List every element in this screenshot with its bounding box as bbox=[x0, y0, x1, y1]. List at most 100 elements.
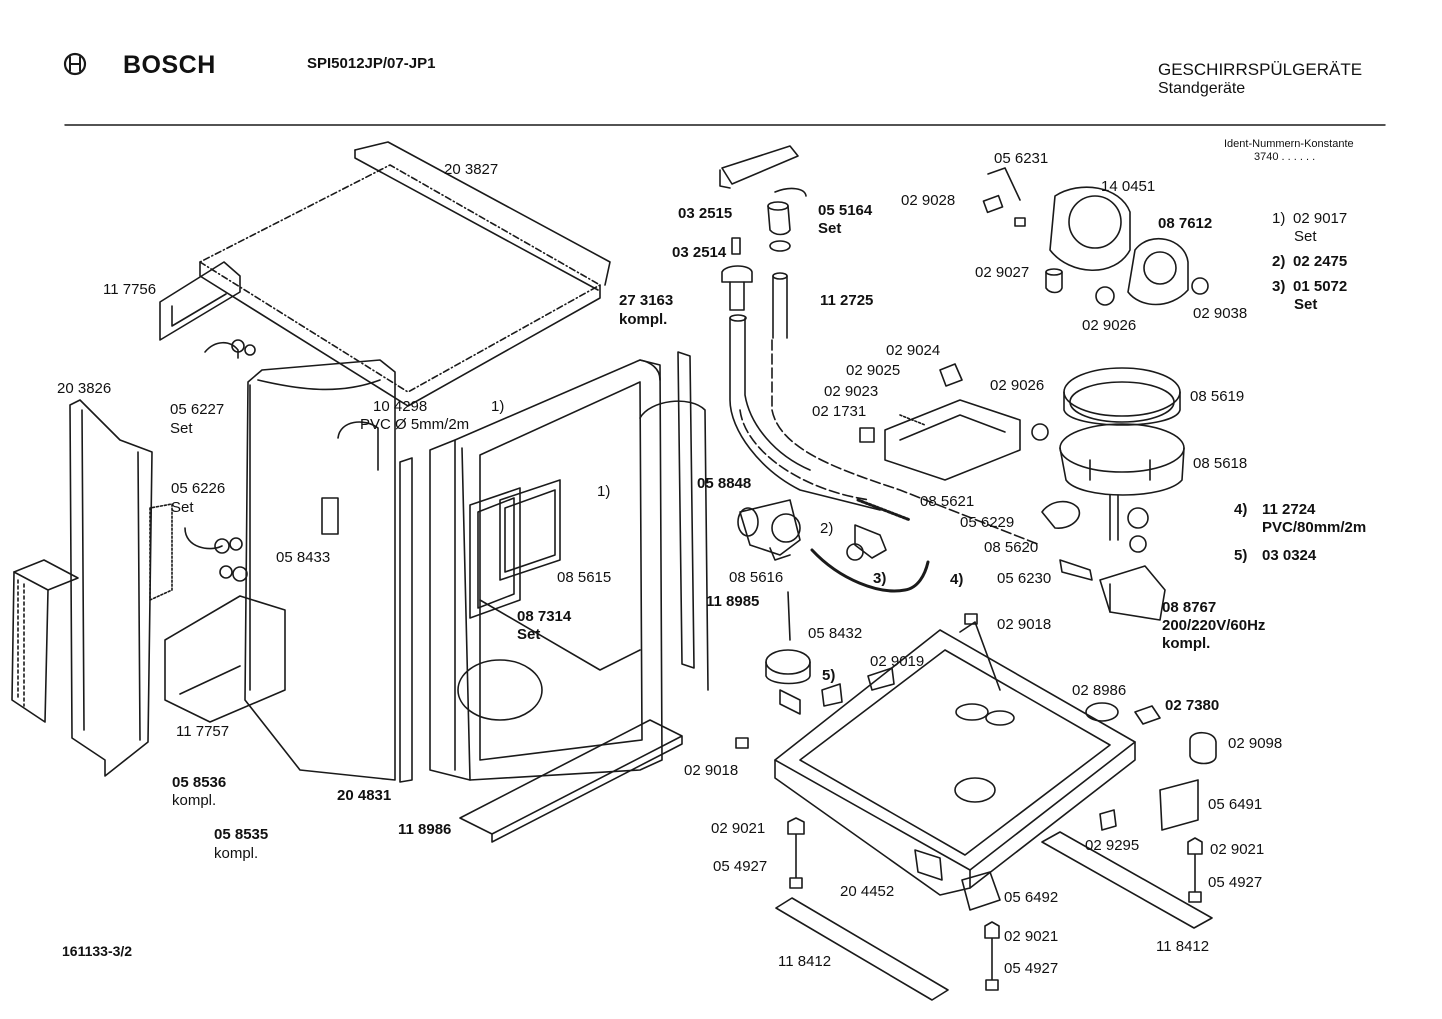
drain-pump bbox=[1059, 559, 1166, 621]
part-label: 02 1731 bbox=[812, 403, 867, 420]
tub-frame bbox=[429, 359, 663, 781]
part-label: kompl. bbox=[172, 792, 217, 809]
part-label: 08 5616 bbox=[729, 569, 784, 586]
legend-ref-4: 4) bbox=[1234, 501, 1248, 518]
legend-value-2: 02 2475 bbox=[1293, 253, 1348, 270]
part-label: 03 2514 bbox=[672, 244, 727, 261]
part-label: 02 7380 bbox=[1165, 697, 1220, 714]
part-label: 02 9098 bbox=[1228, 735, 1283, 752]
left-side-panel bbox=[11, 399, 173, 777]
part-label: kompl. bbox=[1162, 635, 1211, 652]
legend-value-5: 03 0324 bbox=[1262, 547, 1317, 564]
part-label: 02 8986 bbox=[1072, 682, 1127, 699]
side-bracket bbox=[159, 261, 241, 341]
part-label: 20 3827 bbox=[444, 161, 499, 178]
part-label: 02 9024 bbox=[886, 342, 941, 359]
capacitor bbox=[1189, 731, 1217, 765]
document-number: 161133-3/2 bbox=[62, 943, 133, 959]
legend-set-1: Set bbox=[1294, 228, 1317, 245]
part-label: 14 0451 bbox=[1101, 178, 1156, 195]
part-label: 05 6231 bbox=[994, 150, 1049, 167]
category-title: GESCHIRRSPÜLGERÄTE bbox=[1158, 60, 1363, 79]
switch-02-7380 bbox=[1134, 705, 1161, 725]
hose-fittings bbox=[184, 339, 256, 582]
part-label: 05 4927 bbox=[1004, 960, 1059, 977]
bracket-05-6492 bbox=[961, 871, 1001, 911]
base-frame bbox=[774, 621, 1136, 896]
part-label: 20 4831 bbox=[337, 787, 392, 804]
part-label: 02 9018 bbox=[997, 616, 1052, 633]
rear-bottom-panel bbox=[164, 595, 286, 723]
terminal-02-9295 bbox=[1099, 809, 1117, 831]
part-label: 27 3163 bbox=[619, 292, 674, 309]
reference-mark: 4) bbox=[950, 571, 964, 588]
ident-label: Ident-Nummern-Konstante bbox=[1224, 138, 1354, 150]
elbow-05-6229 bbox=[1041, 500, 1081, 529]
cap-02-8986 bbox=[1085, 702, 1119, 722]
legend-ref-5: 5) bbox=[1234, 547, 1248, 564]
part-label: 11 7757 bbox=[176, 723, 230, 740]
part-label: 02 9019 bbox=[870, 653, 925, 670]
part-label: 02 9295 bbox=[1085, 837, 1140, 854]
part-label: 200/220V/60Hz bbox=[1162, 617, 1266, 634]
pressure-switch bbox=[765, 591, 811, 715]
reference-mark: 5) bbox=[822, 667, 836, 684]
part-label: 08 5620 bbox=[984, 539, 1039, 556]
part-label: 11 2725 bbox=[820, 292, 874, 309]
part-label: 02 9023 bbox=[824, 383, 879, 400]
clip-02-9019 bbox=[867, 667, 895, 691]
part-label: 08 5619 bbox=[1190, 388, 1245, 405]
part-label: 05 8535 bbox=[214, 826, 269, 843]
part-label: 08 8767 bbox=[1162, 599, 1217, 616]
side-skin-panel bbox=[244, 359, 396, 781]
part-label: 05 8848 bbox=[697, 475, 752, 492]
legend-value-4: 11 2724 bbox=[1262, 501, 1316, 518]
part-label: 02 9021 bbox=[1210, 841, 1265, 858]
part-label: 05 8536 bbox=[172, 774, 227, 791]
part-label: 02 9038 bbox=[1193, 305, 1248, 322]
sump-assembly bbox=[1059, 367, 1185, 553]
part-label: 02 9021 bbox=[711, 820, 766, 837]
rail-left bbox=[775, 897, 949, 1001]
bosch-logo-icon bbox=[63, 52, 87, 76]
foot-cap-right bbox=[964, 613, 978, 625]
legend-value-1: 02 9017 bbox=[1293, 210, 1348, 227]
rail-right bbox=[1041, 831, 1213, 929]
part-label: 08 5621 bbox=[920, 493, 975, 510]
inlet-valve bbox=[737, 499, 801, 561]
legend-ref-1: 1) bbox=[1272, 210, 1286, 227]
legend-set-3: Set bbox=[1294, 296, 1318, 313]
legend-ref-3: 3) bbox=[1272, 278, 1286, 295]
part-label: kompl. bbox=[619, 311, 668, 328]
part-label: 11 8985 bbox=[706, 593, 760, 610]
part-label: Set bbox=[517, 626, 541, 643]
foot-cap-left bbox=[735, 737, 749, 749]
part-label: 05 6226 bbox=[171, 480, 226, 497]
part-label: 05 4927 bbox=[1208, 874, 1263, 891]
part-label: kompl. bbox=[214, 845, 259, 862]
part-label: 02 9025 bbox=[846, 362, 901, 379]
reference-mark: 2) bbox=[820, 520, 834, 537]
hose-assembly-top bbox=[719, 145, 1041, 546]
part-label: 05 5164 bbox=[818, 202, 873, 219]
part-label: 05 6230 bbox=[997, 570, 1052, 587]
part-label: 11 7756 bbox=[103, 281, 157, 298]
part-label: 20 3826 bbox=[57, 380, 112, 397]
part-label: 02 9026 bbox=[1082, 317, 1137, 334]
part-label: 11 8412 bbox=[778, 953, 832, 970]
part-label: 05 6491 bbox=[1208, 796, 1263, 813]
part-label: 02 9018 bbox=[684, 762, 739, 779]
part-label: 02 9021 bbox=[1004, 928, 1059, 945]
part-label: 08 7612 bbox=[1158, 215, 1213, 232]
ident-value: 3740 . . . . . . bbox=[1254, 151, 1316, 163]
reference-mark: 1) bbox=[491, 398, 505, 415]
side-strip bbox=[677, 351, 695, 669]
part-label: 05 6229 bbox=[960, 514, 1015, 531]
part-label: 02 9027 bbox=[975, 264, 1030, 281]
clip bbox=[821, 683, 843, 707]
bottom-profile bbox=[459, 719, 683, 843]
heater-block bbox=[859, 363, 1049, 481]
part-label: 05 6492 bbox=[1004, 889, 1059, 906]
part-label: Set bbox=[170, 420, 193, 437]
part-label: 03 2515 bbox=[678, 205, 733, 222]
